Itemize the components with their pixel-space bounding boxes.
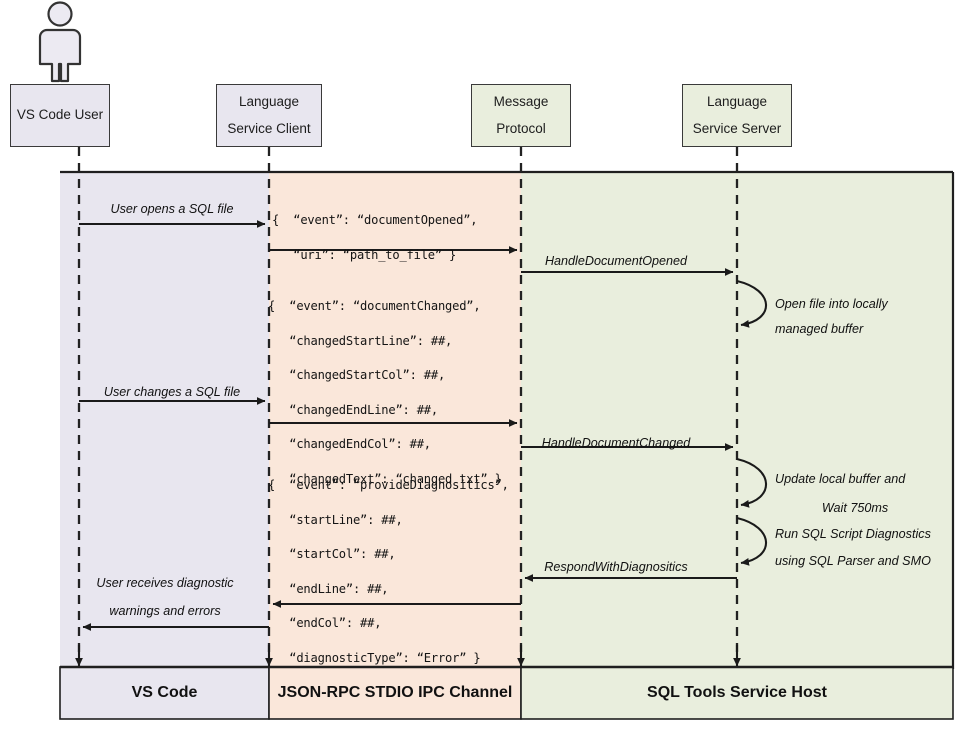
- message-label-user-receives-diagnostics-line2: warnings and errors: [109, 604, 221, 618]
- message-label-user-receives-diagnostics-line1: User receives diagnostic: [96, 576, 234, 590]
- participant-header-user[interactable]: VS Code User: [10, 84, 110, 147]
- self-note-open-file-line2: managed buffer: [775, 322, 864, 336]
- participant-label-line1: Language: [238, 94, 300, 110]
- footer-band-ipc: [268, 666, 522, 720]
- message-label-handle-document-changed: HandleDocumentChanged: [541, 436, 691, 450]
- message-label-user-changes-sql-file: User changes a SQL file: [103, 385, 241, 399]
- self-note-update-buffer-line1: Update local buffer and: [775, 472, 906, 486]
- self-note-run-diagnostics-line2: using SQL Parser and SMO: [775, 554, 931, 568]
- footer-label-vs-code: VS Code: [131, 684, 198, 701]
- participant-label-line1: Message: [493, 94, 549, 110]
- participant-header-language-service-client[interactable]: Language Service Client: [216, 84, 322, 147]
- participant-header-message-protocol[interactable]: Message Protocol: [471, 84, 571, 147]
- person-icon: [38, 1, 82, 83]
- participant-label: VS Code User: [16, 107, 104, 123]
- footer-label-sql-tools-service-host: SQL Tools Service Host: [647, 684, 827, 701]
- self-loop-update-buffer: [736, 457, 767, 508]
- message-label-respond-with-diagnostics: RespondWithDiagnositics: [544, 560, 688, 574]
- self-loop-run-diagnostics: [736, 516, 767, 566]
- participant-label-line2: Service Server: [692, 120, 782, 136]
- payload-document-opened: { “event”: “documentOpened”, “uri”: “pat…: [272, 213, 478, 262]
- self-note-run-diagnostics-line1: Run SQL Script Diagnostics: [775, 527, 931, 541]
- footer-band-host: [520, 666, 954, 720]
- band-ipc: [269, 172, 521, 669]
- message-label-handle-document-opened: HandleDocumentOpened: [544, 254, 688, 268]
- footer-band-vscode: [59, 666, 270, 720]
- payload-provide-diagnostics: { “event”: “provideDiagnositics”, “start…: [268, 478, 509, 665]
- band-vscode: [60, 172, 269, 669]
- payload-document-changed: { “event”: “documentChanged”, “changedSt…: [268, 299, 502, 486]
- participant-label-line2: Service Client: [227, 120, 311, 136]
- participant-label-line1: Language: [706, 94, 768, 110]
- message-label-user-opens-sql-file: User opens a SQL file: [110, 202, 234, 216]
- participant-header-language-service-server[interactable]: Language Service Server: [682, 84, 792, 147]
- self-note-update-buffer-line2: Wait 750ms: [821, 501, 889, 515]
- self-loop-open-file: [736, 279, 767, 328]
- footer-label-json-rpc-channel: JSON-RPC STDIO IPC Channel: [277, 684, 513, 701]
- self-note-open-file-line1: Open file into locally: [775, 297, 888, 311]
- participant-label-line2: Protocol: [496, 120, 546, 136]
